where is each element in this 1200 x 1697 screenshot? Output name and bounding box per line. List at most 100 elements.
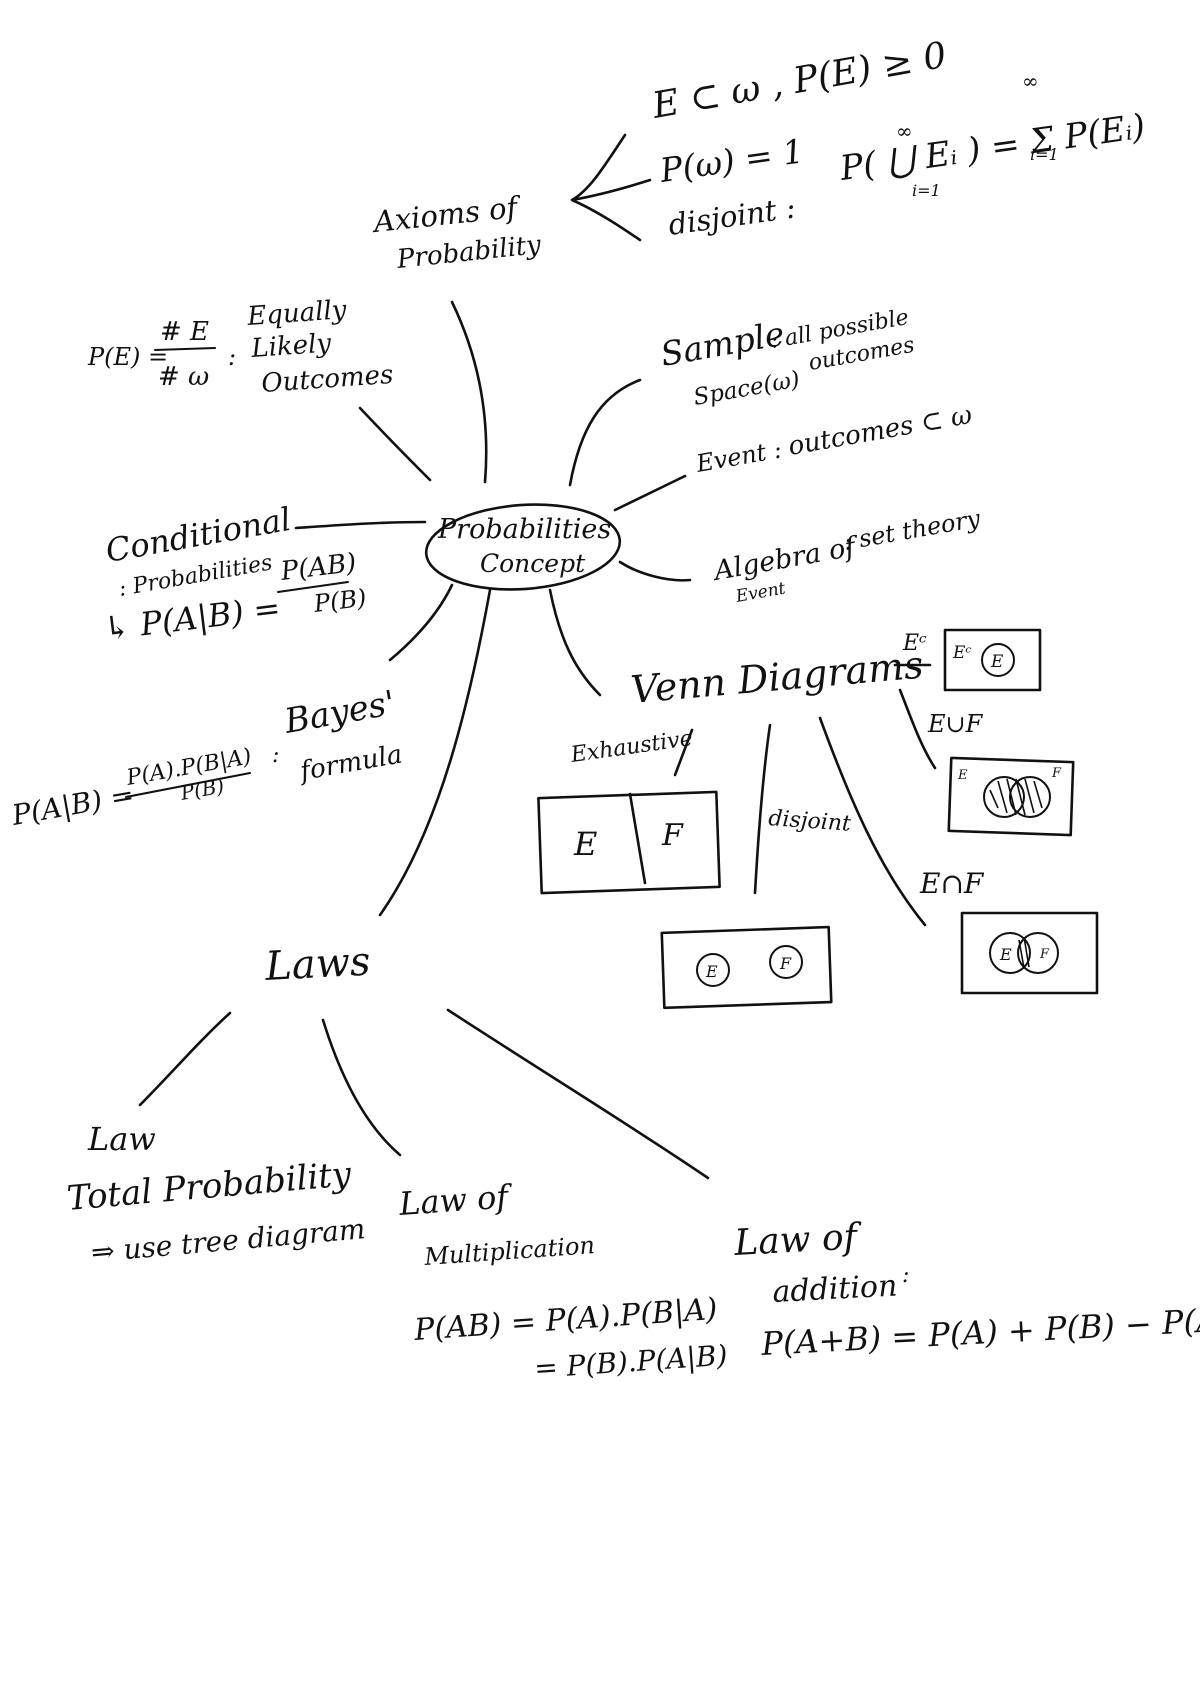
law-addition: Law of addition : P(A+B) = P(A) + P(B) −…	[732, 1216, 1200, 1363]
law-multiplication-line1: Law of	[397, 1177, 515, 1223]
law-total-line3: ⇒ use tree diagram	[90, 1212, 367, 1269]
connector-equally-likely	[358, 406, 432, 482]
connector-law-multiplication	[321, 1018, 402, 1157]
venn-union-circle-e	[983, 776, 1025, 818]
algebra-label-line1: Algebra of	[709, 531, 862, 587]
venn-exhaustive-label: Exhaustive	[568, 726, 694, 768]
law-total-probability: Law Total Probability ⇒ use tree diagram	[65, 1120, 366, 1269]
bayes-title-line2: formula	[296, 739, 405, 787]
center-ellipse	[424, 503, 622, 591]
equally-likely-text-line3: Outcomes	[260, 360, 394, 399]
venn-disjoint-label: disjoint	[768, 806, 852, 837]
venn-intersection-diagram: E F	[960, 911, 1099, 995]
venn-intersection-box	[960, 911, 1099, 995]
bayes-fraction-bar	[125, 772, 251, 798]
conditional-node: Conditional : Probabilities ↳ P(A|B) = P…	[101, 500, 368, 648]
connector-laws	[378, 588, 492, 917]
connector-venn-union	[898, 688, 937, 770]
bayes-colon: :	[272, 743, 279, 768]
algebra-label-line2: Event	[733, 579, 787, 608]
venn-complement-circle-label: E	[990, 652, 1004, 672]
connector-conditional	[294, 520, 427, 530]
venn-complement-box	[943, 628, 1042, 692]
sample-space-node: Sample Space(ω) : all possible outcomes	[658, 305, 917, 411]
venn-exhaustive-box	[537, 790, 721, 895]
connector-venn-intersection	[818, 716, 927, 927]
venn-union-label: E∪F	[927, 710, 984, 738]
connector-event	[613, 474, 687, 512]
connector-law-total	[138, 1011, 232, 1107]
law-addition-colon: :	[902, 1263, 909, 1288]
law-addition-line3: P(A+B) = P(A) + P(B) − P(AB)	[759, 1299, 1200, 1363]
connector-venn-exhaustive	[673, 728, 694, 777]
venn-title: Venn Diagrams	[629, 643, 925, 712]
law-multiplication-line4: = P(B).P(A|B)	[533, 1339, 728, 1385]
venn-union-box-label-e: E	[957, 768, 968, 783]
venn-exhaustive-diagram: E F	[537, 790, 721, 895]
venn-disjoint-label-f: F	[779, 954, 792, 973]
venn-union-box	[947, 756, 1075, 837]
axiom-additivity-label: disjoint :	[666, 190, 797, 241]
bayes-node: P(A|B) = P(A).P(B|A) P(B) : Bayes' formu…	[9, 683, 405, 832]
venn-disjoint-circle-f	[769, 945, 803, 979]
center-label-line1: Probabilities	[437, 514, 611, 545]
venn-intersection-label-e: E	[999, 945, 1012, 964]
conditional-denominator: P(B)	[311, 584, 368, 618]
venn-node: Venn Diagrams Eᶜ Eᶜ E E∪F E F E∩F	[537, 628, 1099, 1010]
venn-intersection-circle-e	[989, 932, 1031, 974]
law-multiplication-line2: Multiplication	[422, 1231, 595, 1271]
equally-likely-numerator: # E	[160, 317, 209, 347]
connector-axioms-bracket	[570, 133, 652, 242]
venn-disjoint-label-e: E	[705, 962, 718, 981]
event-label: Event :	[693, 435, 784, 478]
venn-union-hatch-4	[1015, 778, 1026, 816]
venn-exhaustive-divider	[628, 792, 647, 885]
connector-axioms	[450, 300, 488, 484]
axioms-node: Axioms of Probability E ⊂ ω , P(E) ≥ 0 P…	[369, 35, 1147, 275]
venn-disjoint-circle-e	[696, 953, 730, 987]
venn-union-diagram: E F	[947, 756, 1075, 837]
equally-likely-denominator: # ω	[158, 362, 209, 392]
axioms-title-line2: Probability	[395, 230, 543, 275]
venn-intersection-label: E∩F	[919, 867, 985, 900]
conditional-numerator: P(AB)	[278, 548, 358, 587]
connectors	[138, 133, 937, 1180]
axiom-nonnegativity: E ⊂ ω , P(E) ≥ 0	[648, 35, 949, 127]
center-node: Probabilities Concept	[424, 503, 622, 591]
law-multiplication: Law of Multiplication P(AB) = P(A).P(B|A…	[397, 1177, 729, 1385]
venn-union-hatch-3	[1006, 778, 1017, 816]
laws-title: Laws	[263, 939, 371, 990]
venn-complement-circle-e	[981, 643, 1015, 677]
equally-likely-text-line2: Likely	[249, 328, 332, 364]
venn-exhaustive-e: E	[573, 825, 597, 863]
connector-venn-disjoint	[753, 723, 772, 895]
equally-likely-colon: :	[228, 343, 236, 371]
venn-complement-label: Eᶜ	[902, 631, 927, 656]
equally-likely-formula-left: P(E) =	[87, 343, 168, 371]
axiom-sum-superscript: ∞	[1022, 69, 1039, 93]
axiom-sum-subscript: i=1	[1030, 145, 1059, 164]
venn-intersection-hatch-1	[1018, 939, 1025, 969]
venn-complement-box-outer-label: Eᶜ	[952, 643, 971, 663]
connector-venn	[548, 588, 602, 697]
venn-union-hatch-1	[989, 789, 999, 809]
bayes-title-line1: Bayes'	[281, 683, 399, 742]
algebra-node: Algebra of Event : set theory	[709, 504, 983, 607]
connector-algebra	[618, 560, 692, 582]
axioms-title-line1: Axioms of	[369, 190, 524, 240]
law-total-line1: Law	[87, 1120, 156, 1158]
venn-intersection-label-f: F	[1039, 947, 1050, 962]
bayes-formula-left: P(A|B) =	[9, 778, 137, 832]
algebra-desc: : set theory	[841, 504, 982, 556]
connector-sample-space	[568, 378, 642, 487]
connector-bayes	[388, 583, 454, 662]
conditional-fraction-bar	[277, 581, 349, 593]
venn-union-hatch-2	[997, 780, 1008, 814]
equally-likely-text-line1: Equally	[245, 295, 347, 332]
venn-disjoint-box	[660, 925, 833, 1010]
axiom-additivity-formula: P( ⋃ Eᵢ ) = Σ P(Eᵢ)	[837, 107, 1148, 190]
law-multiplication-line3: P(AB) = P(A).P(B|A)	[412, 1292, 718, 1348]
venn-exhaustive-f: F	[661, 818, 684, 853]
venn-disjoint-diagram: E F	[660, 925, 833, 1010]
